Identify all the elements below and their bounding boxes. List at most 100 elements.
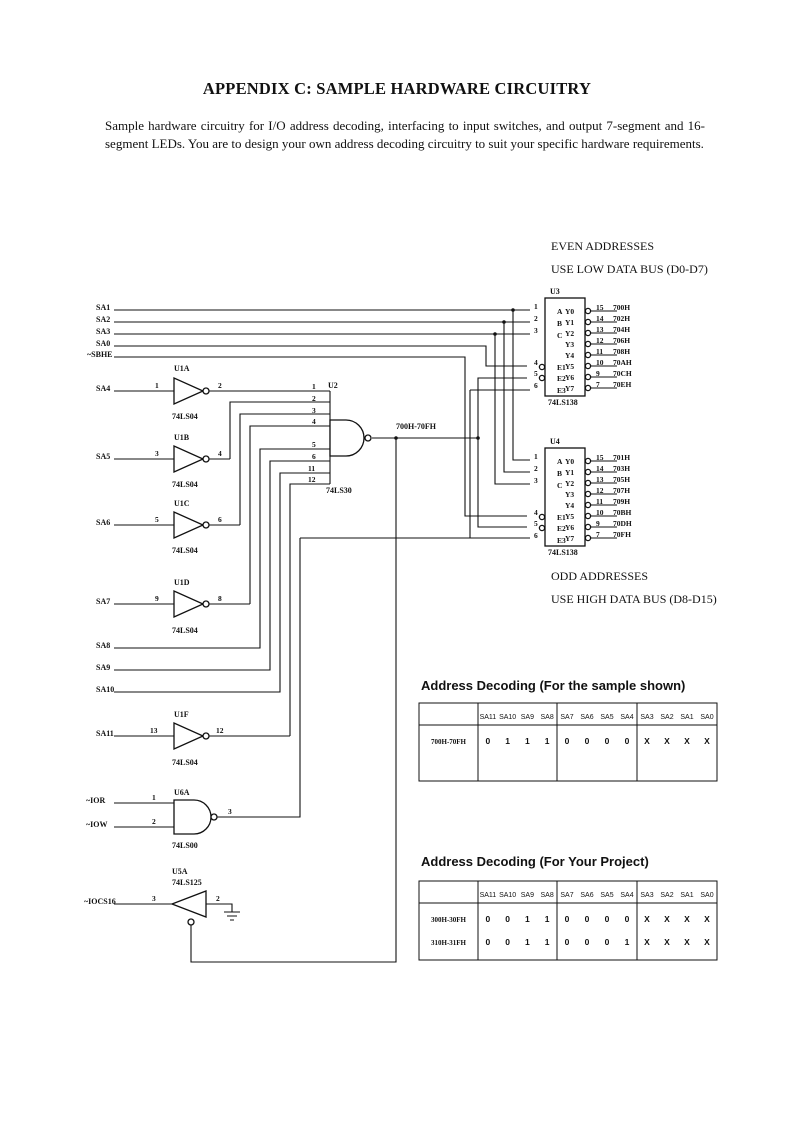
table-cell: 0 (625, 736, 630, 746)
table-border (418, 880, 718, 961)
decoder-output-label: Y0 (565, 307, 574, 316)
signal-sa7: SA7 (96, 597, 110, 606)
signal-sa0: SA0 (96, 339, 110, 348)
decoder-output-pin: 10 (596, 358, 604, 367)
signal-sa3: SA3 (96, 327, 110, 336)
decoder-input-label: A (557, 457, 563, 466)
bus-wires (114, 308, 530, 539)
nand-gate-u2: U2 1 2 3 4 5 6 11 12 74LS30 700H-70FH (308, 381, 437, 495)
table-cell: 1 (545, 937, 550, 947)
svg-text:6: 6 (312, 452, 316, 461)
decoder-input-pin: 2 (534, 314, 538, 323)
table-header-cell: SA9 (521, 714, 534, 721)
odd-bus-note: USE HIGH DATA BUS (D8-D15) (551, 592, 717, 606)
table-header-cell: SA2 (660, 892, 673, 899)
table-cell: X (684, 914, 690, 924)
decoder-output-pin: 11 (596, 497, 603, 506)
svg-text:2: 2 (312, 394, 316, 403)
table1-title: Address Decoding (For the sample shown) (421, 678, 685, 693)
svg-text:2: 2 (216, 894, 220, 903)
decoder-output-pin: 12 (596, 336, 604, 345)
table-header-cell: SA1 (680, 714, 693, 721)
table-header-cell: SA1 (680, 892, 693, 899)
decoder-output-address: 708H (613, 347, 630, 356)
active-low-bubble (584, 501, 592, 509)
table-header-cell: SA5 (600, 714, 613, 721)
decoder-input-label: B (557, 319, 562, 328)
decoder-input-label: E3 (557, 386, 566, 395)
svg-text:3: 3 (155, 449, 159, 458)
page-title: APPENDIX C: SAMPLE HARDWARE CIRCUITRY (202, 79, 592, 98)
svg-text:4: 4 (312, 417, 316, 426)
table-header-cell: SA4 (620, 714, 633, 721)
decoder-output-pin: 13 (596, 475, 604, 484)
decoder-input-label: E2 (557, 524, 566, 533)
svg-text:700H-70FH: 700H-70FH (396, 422, 437, 431)
decoder-output-address: 70AH (613, 358, 632, 367)
decoder-output-pin: 9 (596, 369, 600, 378)
decoder-input-pin: 4 (534, 508, 538, 517)
svg-text:8: 8 (218, 594, 222, 603)
table-header-cell: SA10 (499, 714, 516, 721)
decoder-input-label: E2 (557, 374, 566, 383)
svg-text:U1B: U1B (174, 433, 190, 442)
decoder-output-label: Y7 (565, 384, 574, 393)
decoder-output-label: Y3 (565, 340, 574, 349)
decoder-output-address: 706H (613, 336, 630, 345)
decoder-input-pin: 6 (534, 381, 538, 390)
table-cell: X (704, 937, 710, 947)
decoder-output-pin: 10 (596, 508, 604, 517)
svg-text:1: 1 (155, 381, 159, 390)
table-cell: 0 (585, 937, 590, 947)
signal-iocs16: ~IOCS16 (84, 897, 116, 906)
table-cell: 0 (486, 937, 491, 947)
decoder-input-pin: 5 (534, 369, 538, 378)
svg-text:U1A: U1A (174, 364, 190, 373)
decoder-output-pin: 7 (596, 380, 600, 389)
decoder-output-address: 70CH (613, 369, 632, 378)
decoder-output-pin: 7 (596, 530, 600, 539)
decoder-output-label: Y1 (565, 318, 574, 327)
svg-text:12: 12 (216, 726, 224, 735)
intro-paragraph: Sample hardware circuitry for I/O addres… (105, 118, 705, 151)
active-low-bubble (584, 307, 592, 315)
decoder-input-pin: 2 (534, 464, 538, 473)
active-low-bubble (538, 513, 546, 521)
signal-sbhe: ~SBHE (87, 350, 113, 359)
active-low-bubble (584, 373, 592, 381)
table-cell: 0 (486, 914, 491, 924)
buffer-u5a: U5A 74LS125 3 2 (114, 438, 397, 963)
table-header-cell: SA0 (700, 714, 713, 721)
table-header-cell: SA6 (580, 892, 593, 899)
active-low-bubble (584, 340, 592, 348)
decoder-output-pin: 11 (596, 347, 603, 356)
signal-ior: ~IOR (86, 796, 105, 805)
table-cell: X (664, 914, 670, 924)
svg-text:1: 1 (312, 382, 316, 391)
decoder-output-label: Y2 (565, 479, 574, 488)
svg-text:1: 1 (152, 793, 156, 802)
svg-text:2: 2 (152, 817, 156, 826)
decoder-output-label: Y2 (565, 329, 574, 338)
decoder-output-address: 705H (613, 475, 630, 484)
decoder-input-label: A (557, 307, 563, 316)
svg-text:U6A: U6A (174, 788, 190, 797)
table2-title: Address Decoding (For Your Project) (421, 854, 649, 869)
table-cell: X (684, 736, 690, 746)
decoder-output-address: 70BH (613, 508, 632, 517)
decoder-part: 74LS138 (548, 548, 578, 557)
signal-sa6: SA6 (96, 518, 110, 527)
decoder-output-address: 709H (613, 497, 630, 506)
svg-text:5: 5 (155, 515, 159, 524)
table-cell: 0 (565, 937, 570, 947)
table-cell: X (644, 937, 650, 947)
svg-text:U1C: U1C (174, 499, 190, 508)
decoder-output-address: 704H (613, 325, 630, 334)
svg-text:74LS04: 74LS04 (172, 626, 198, 635)
table-header-cell: SA11 (480, 714, 497, 721)
active-low-bubble (584, 351, 592, 359)
